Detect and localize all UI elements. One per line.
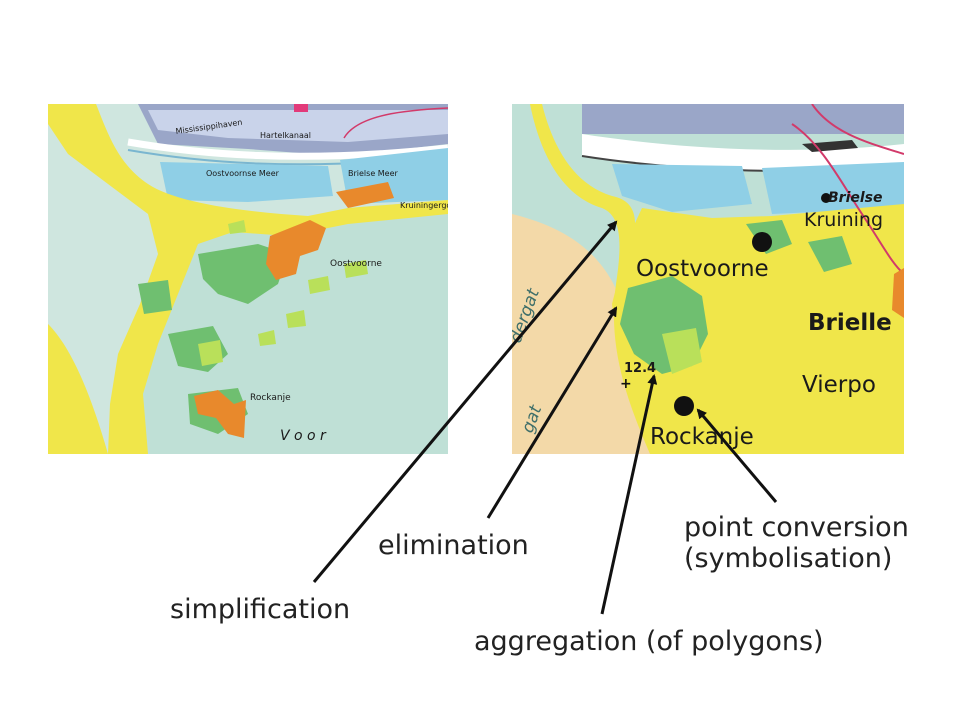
right-label-rockanje: Rockanje bbox=[650, 424, 754, 450]
right-point-brielse bbox=[821, 193, 831, 203]
right-point-oostvoorne bbox=[752, 232, 772, 252]
map-right-svg: + Brielse Kruining Oostvoorne Brielle Vi… bbox=[512, 104, 904, 454]
right-lake-right bbox=[762, 162, 904, 214]
right-label-brielse: Brielse bbox=[828, 190, 883, 206]
right-dune-sand bbox=[530, 104, 662, 454]
left-canal bbox=[127, 138, 448, 160]
left-grass-6 bbox=[344, 260, 368, 278]
caption-simplification: simplification bbox=[170, 594, 351, 625]
left-label-oostvoorne: Oostvoorne bbox=[330, 259, 382, 269]
left-grass-1 bbox=[228, 220, 246, 234]
caption-aggregation: aggregation (of polygons) bbox=[474, 626, 824, 657]
left-lake-oostvoornse bbox=[160, 162, 333, 202]
left-dune-sand bbox=[48, 104, 448, 454]
right-road-2 bbox=[811, 104, 904, 155]
right-label-height: 12.4 bbox=[624, 361, 656, 376]
left-built-kruiningergo bbox=[336, 182, 394, 208]
left-label-rockanje: Rockanje bbox=[250, 393, 291, 403]
left-built-oostvoorne bbox=[266, 220, 326, 280]
map-left-svg: Mississippihaven Hartelkanaal Oostvoorns… bbox=[48, 104, 448, 454]
right-foreshore bbox=[512, 214, 662, 454]
left-label-oostvoornse-meer: Oostvoornse Meer bbox=[206, 169, 280, 178]
arrow-elimination bbox=[486, 306, 618, 519]
right-label-vierpo: Vierpo bbox=[802, 372, 876, 398]
map-right-generalised: + Brielse Kruining Oostvoorne Brielle Vi… bbox=[512, 104, 904, 454]
left-forest-1 bbox=[198, 244, 288, 304]
left-grass-2 bbox=[308, 276, 330, 294]
right-harbour bbox=[582, 104, 904, 134]
arrow-aggregation bbox=[600, 374, 658, 615]
caption-point-conversion-line1: point conversion bbox=[684, 512, 909, 543]
left-label-brielse-meer: Brielse Meer bbox=[348, 169, 399, 178]
right-built-brielle bbox=[892, 268, 904, 318]
right-label-oostvoorne: Oostvoorne bbox=[636, 256, 769, 282]
caption-elimination: elimination bbox=[378, 530, 529, 561]
left-label-voor: V o o r bbox=[280, 428, 327, 444]
left-label-hartelkanaal: Hartelkanaal bbox=[260, 131, 311, 140]
left-road bbox=[343, 107, 448, 139]
left-harbour-marker bbox=[294, 104, 308, 112]
right-road bbox=[791, 123, 904, 275]
left-grass-4 bbox=[258, 330, 276, 346]
right-forest-3 bbox=[808, 236, 852, 272]
arrow-point-conversion bbox=[696, 408, 778, 503]
left-forest-4 bbox=[138, 280, 172, 314]
arrow-simplification bbox=[312, 220, 618, 583]
left-label-kruiningergo: Kruiningergo bbox=[400, 201, 448, 210]
right-canal bbox=[582, 134, 904, 171]
right-grass bbox=[662, 328, 702, 374]
caption-point-conversion: point conversion (symbolisation) bbox=[684, 512, 909, 574]
right-cross-icon: + bbox=[620, 376, 632, 392]
caption-point-conversion-line2: (symbolisation) bbox=[684, 543, 893, 575]
left-built-rockanje bbox=[194, 390, 246, 438]
left-beach bbox=[48, 324, 108, 454]
right-lake-left bbox=[612, 164, 752, 212]
left-grass-3 bbox=[286, 310, 306, 328]
right-label-brielle: Brielle bbox=[808, 310, 892, 336]
right-point-rockanje bbox=[674, 396, 694, 416]
map-left-detailed: Mississippihaven Hartelkanaal Oostvoorns… bbox=[48, 104, 448, 454]
right-label-kruining: Kruining bbox=[804, 209, 883, 231]
right-arrow-marks bbox=[802, 140, 858, 152]
left-grass-5 bbox=[198, 340, 223, 366]
